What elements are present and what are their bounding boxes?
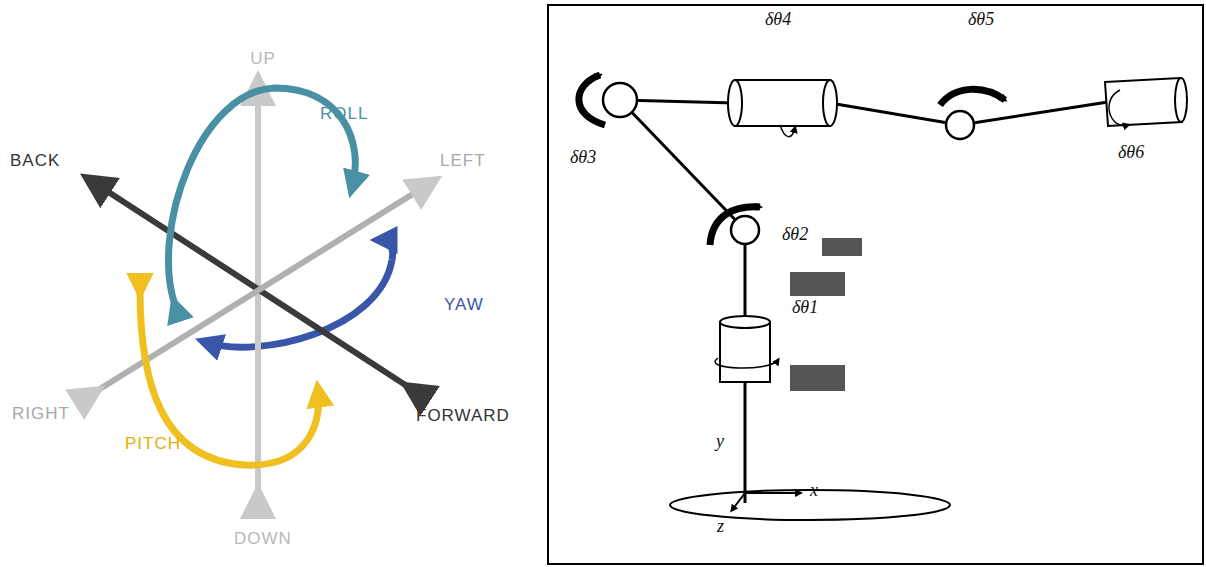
joint-label: x (810, 481, 818, 499)
joint-label: δθ3 (570, 148, 596, 166)
panel-frame (548, 5, 1203, 564)
joint-label: δθ2 (782, 225, 808, 243)
axis-label: LEFT (440, 152, 486, 169)
redaction-blocks (790, 238, 862, 391)
joint-label: z (717, 517, 724, 535)
joint-label: δθ5 (968, 10, 994, 28)
joint-label: y (716, 432, 724, 450)
axis-label: YAW (444, 296, 484, 313)
joint-label: δθ6 (1118, 143, 1144, 161)
axis-label: RIGHT (12, 405, 70, 422)
axis-label: BACK (10, 152, 60, 169)
rotation-arrows (579, 75, 1128, 368)
axis-label: PITCH (125, 435, 181, 452)
robot-arm (603, 78, 1187, 520)
axes (90, 82, 432, 495)
base-frame (732, 493, 800, 510)
axis-label: ROLL (320, 105, 368, 122)
axis-label: UP (250, 50, 276, 67)
joint-label: δθ1 (792, 298, 818, 316)
joint-label: δθ4 (765, 10, 791, 28)
axis-label: DOWN (234, 530, 292, 547)
axis-label: FORWARD (416, 407, 510, 424)
